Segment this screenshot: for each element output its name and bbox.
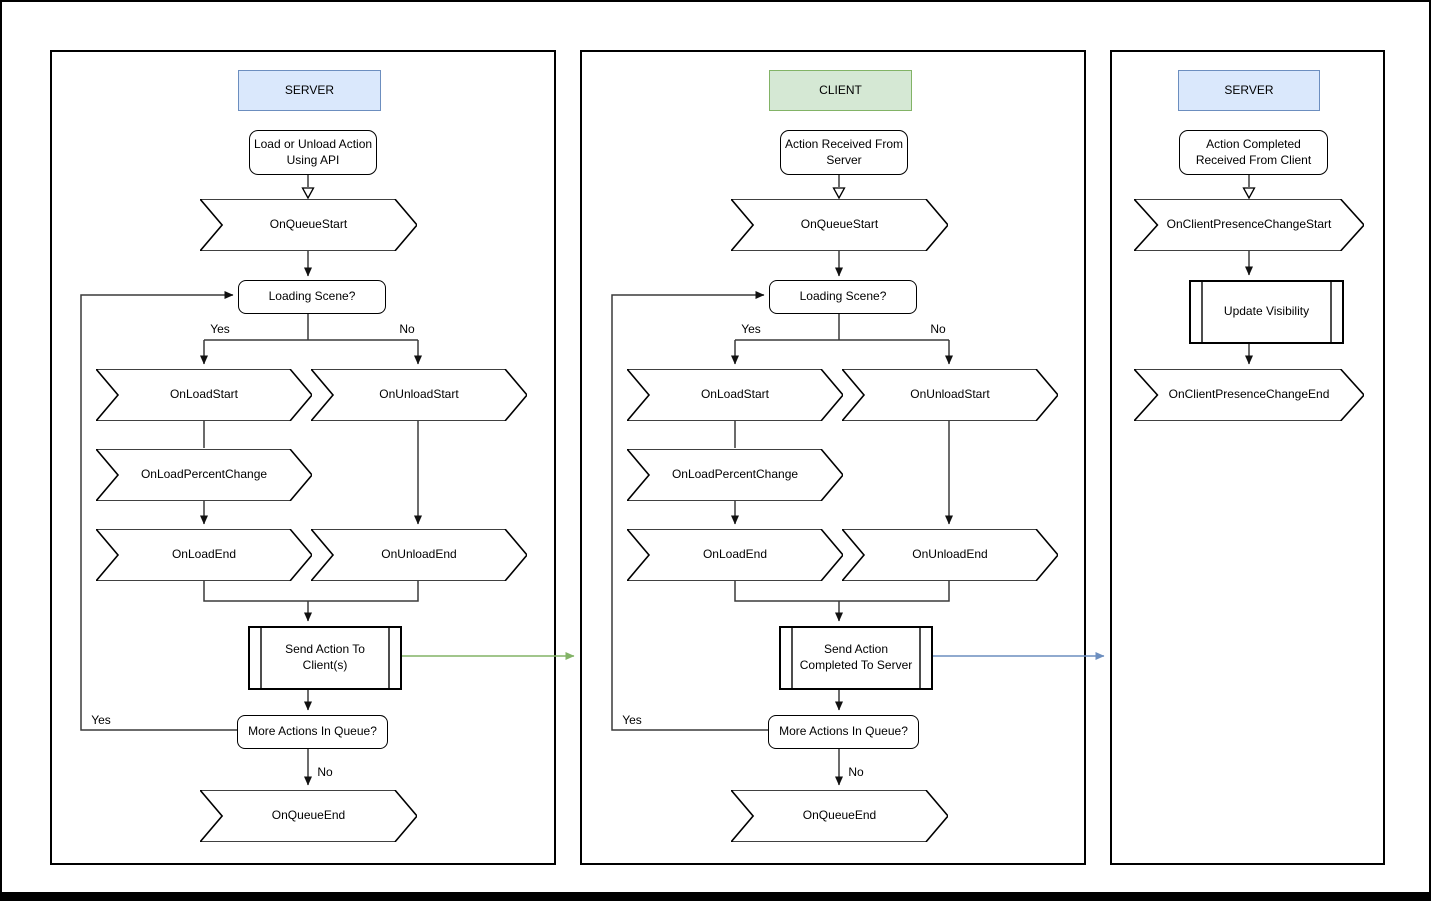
node-label: Send Action Completed To Server [799, 642, 913, 672]
node-send-action-to-clients: Send Action To Client(s) [248, 626, 402, 690]
connectors-client-queue [611, 171, 953, 786]
connectors-server-queue [80, 171, 422, 786]
node-label: OnQueueStart [269, 217, 348, 232]
node-start-server-queue: Load or Unload Action Using API [249, 130, 377, 175]
exit-label-no: No [317, 765, 333, 779]
node-on-unload-start: OnUnloadStart [311, 369, 527, 421]
panel-title-label: SERVER [1224, 82, 1274, 97]
node-label: OnLoadPercentChange [671, 467, 799, 482]
node-on-load-percent-change: OnLoadPercentChange [627, 449, 843, 501]
node-label: OnQueueEnd [271, 808, 346, 823]
node-on-client-presence-change-start: OnClientPresenceChangeStart [1134, 199, 1364, 251]
node-start-client-queue: Action Received From Server [780, 130, 908, 175]
node-label: OnClientPresenceChangeStart [1166, 217, 1332, 232]
connector-loop-yes [80, 291, 237, 731]
node-on-queue-end: OnQueueEnd [731, 790, 948, 842]
node-label: OnLoadEnd [171, 547, 237, 562]
node-on-load-end: OnLoadEnd [627, 529, 843, 581]
node-label: Loading Scene? [799, 289, 887, 304]
node-label: OnQueueStart [800, 217, 879, 232]
panel-title-server-presence: SERVER [1178, 70, 1320, 111]
branch-label-no: No [930, 322, 946, 336]
node-on-load-start: OnLoadStart [627, 369, 843, 421]
branch-label-yes: Yes [741, 322, 761, 336]
node-label: OnQueueEnd [802, 808, 877, 823]
open-arrowhead-icon [1242, 187, 1256, 200]
panel-title-label: SERVER [284, 82, 335, 97]
panel-server-presence [1110, 50, 1385, 865]
node-label: OnClientPresenceChangeEnd [1168, 387, 1330, 402]
panel-title-server-queue: SERVER [238, 70, 381, 111]
node-more-actions-in-queue: More Actions In Queue? [768, 715, 919, 749]
node-start-server-presence: Action Completed Received From Client [1179, 130, 1328, 175]
node-label: Send Action To Client(s) [285, 642, 365, 672]
connector [734, 171, 950, 602]
panel-title-client-queue: CLIENT [769, 70, 912, 111]
loop-label-yes: Yes [91, 713, 111, 727]
panel-server-queue [50, 50, 556, 865]
open-arrowhead-icon [301, 187, 315, 200]
node-label: OnUnloadEnd [912, 547, 988, 562]
exit-label-no: No [848, 765, 864, 779]
node-loading-scene: Loading Scene? [769, 280, 917, 314]
node-on-unload-end: OnUnloadEnd [842, 529, 1058, 581]
panel-title-label: CLIENT [819, 82, 862, 97]
panel-client-queue [580, 50, 1086, 865]
loop-label-yes: Yes [622, 713, 642, 727]
node-label: More Actions In Queue? [779, 724, 908, 739]
node-update-visibility: Update Visibility [1189, 280, 1344, 344]
node-more-actions-in-queue: More Actions In Queue? [237, 715, 388, 749]
node-label: Action Received From Server [784, 136, 904, 167]
node-label: OnUnloadEnd [381, 547, 457, 562]
node-label: OnLoadStart [169, 387, 239, 402]
connector [203, 171, 419, 602]
node-on-load-start: OnLoadStart [96, 369, 312, 421]
node-send-action-completed: Send Action Completed To Server [779, 626, 933, 690]
node-on-queue-start: OnQueueStart [200, 199, 417, 251]
node-loading-scene: Loading Scene? [238, 280, 386, 314]
node-label: OnLoadEnd [702, 547, 768, 562]
node-on-unload-start: OnUnloadStart [842, 369, 1058, 421]
node-label: More Actions In Queue? [248, 724, 377, 739]
node-on-unload-end: OnUnloadEnd [311, 529, 527, 581]
node-label: Load or Unload Action Using API [253, 136, 373, 167]
node-on-queue-start: OnQueueStart [731, 199, 948, 251]
node-on-queue-end: OnQueueEnd [200, 790, 417, 842]
node-label: Loading Scene? [268, 289, 356, 304]
node-on-load-end: OnLoadEnd [96, 529, 312, 581]
branch-label-no: No [399, 322, 415, 336]
node-label: OnLoadPercentChange [140, 467, 268, 482]
branch-label-yes: Yes [210, 322, 230, 336]
node-on-load-percent-change: OnLoadPercentChange [96, 449, 312, 501]
connector-loop-yes [611, 291, 768, 731]
open-arrowhead-icon [832, 187, 846, 200]
node-label: OnLoadStart [700, 387, 770, 402]
node-on-client-presence-change-end: OnClientPresenceChangeEnd [1134, 369, 1364, 421]
node-label: OnUnloadStart [379, 387, 459, 402]
node-label: OnUnloadStart [910, 387, 990, 402]
node-label: Update Visibility [1223, 304, 1310, 319]
node-label: Action Completed Received From Client [1195, 136, 1312, 167]
